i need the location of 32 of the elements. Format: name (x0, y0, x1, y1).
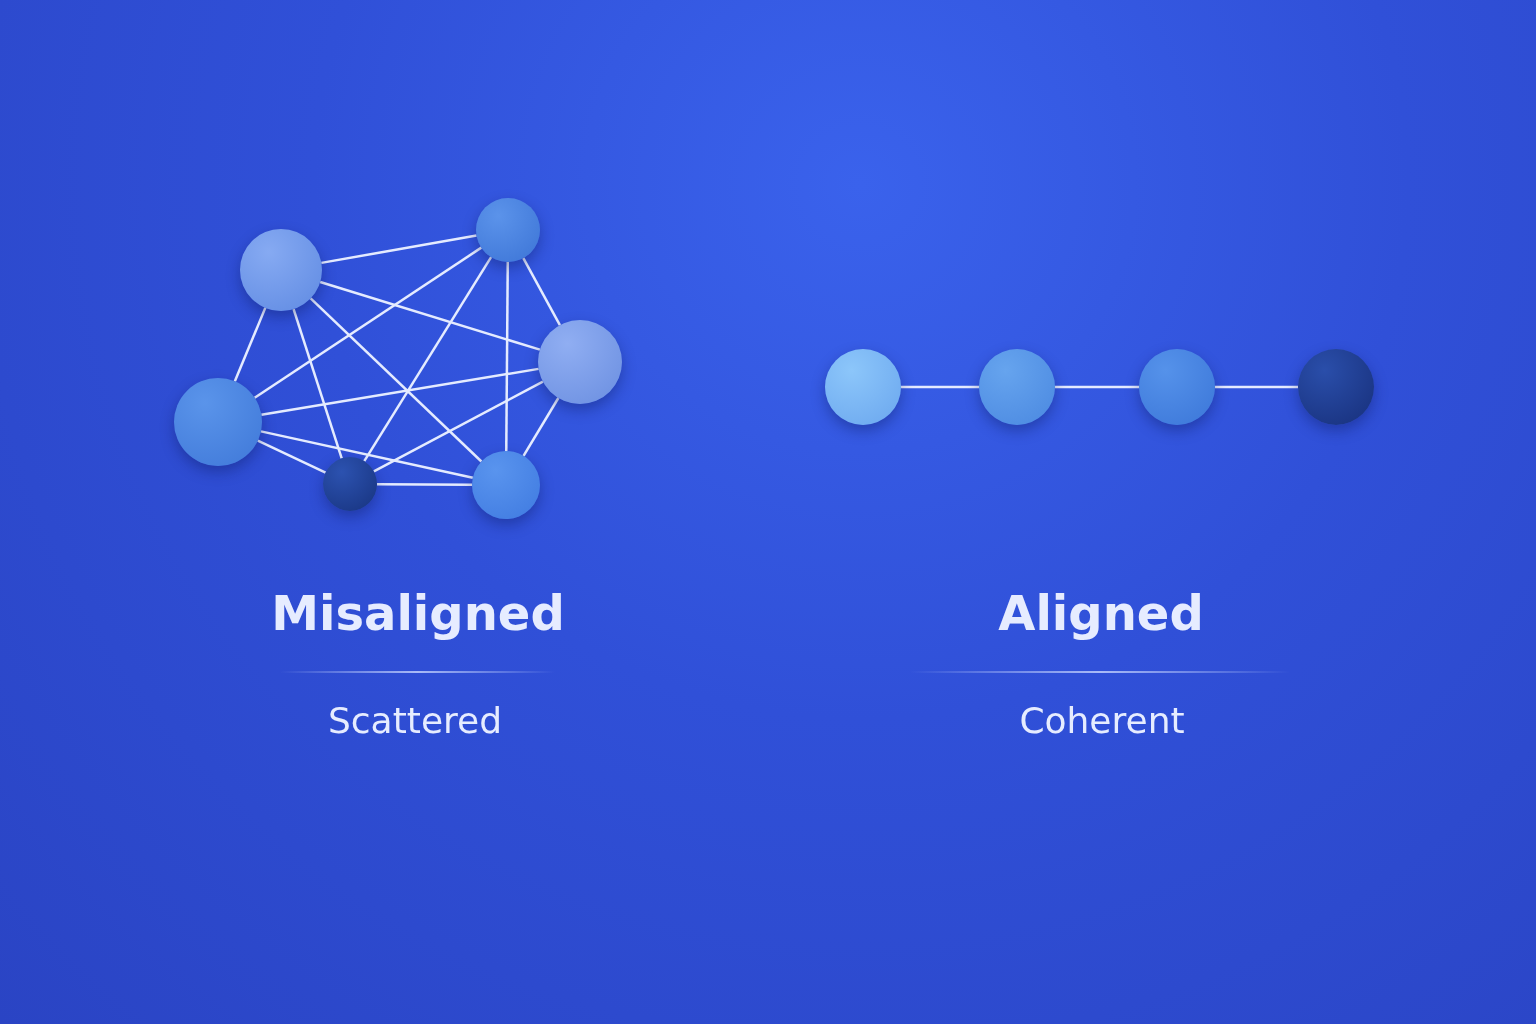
circle-node (472, 451, 540, 519)
circle-node (979, 349, 1055, 425)
subtitle: Coherent (1019, 700, 1185, 741)
connector-line (373, 380, 544, 473)
circle-node (1298, 349, 1374, 425)
connector-line (1215, 385, 1298, 389)
circle-node (476, 198, 540, 262)
circle-node (240, 229, 322, 311)
heading: Misaligned (271, 585, 565, 641)
connector-line (319, 280, 541, 351)
heading: Aligned (998, 585, 1204, 641)
connector-line (522, 257, 561, 326)
connector-line (233, 307, 267, 382)
circle-node (538, 320, 622, 404)
connector-line (254, 246, 482, 399)
connector-line (363, 256, 493, 462)
connector-line (1055, 385, 1139, 389)
connector-line (377, 482, 472, 487)
connector-line (260, 430, 474, 479)
connector-line (901, 385, 979, 389)
connector-line (309, 297, 483, 463)
subtitle: Scattered (327, 700, 503, 741)
connector-line (522, 397, 560, 457)
circle-node (825, 349, 901, 425)
circle-node (174, 378, 262, 466)
connector-line (261, 367, 539, 417)
circle-node (323, 457, 377, 511)
circle-node (1139, 349, 1215, 425)
connector-line (321, 234, 477, 265)
connector-line (257, 439, 327, 474)
connector-line (505, 262, 509, 451)
connector-line (292, 308, 343, 459)
